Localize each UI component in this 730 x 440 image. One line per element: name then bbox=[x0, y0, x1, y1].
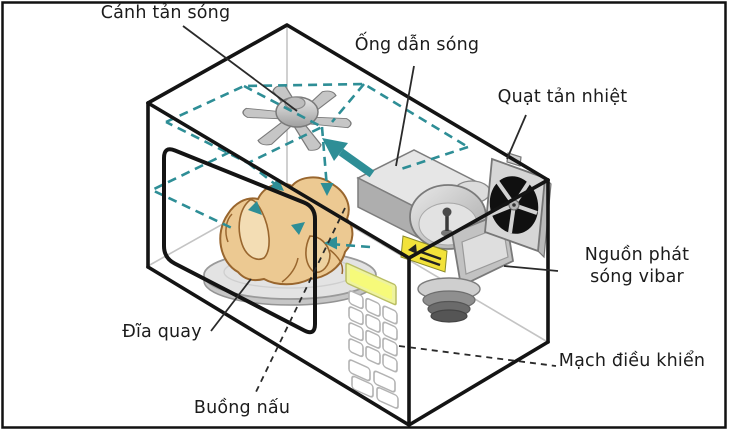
leader-lines bbox=[182, 25, 559, 397]
stirrer-fan bbox=[242, 85, 352, 151]
leader-stirrer-fan bbox=[182, 25, 298, 112]
big-wave-arrow-shaft bbox=[338, 148, 375, 178]
leader-cooling-fan bbox=[506, 114, 527, 160]
label-turntable: Đĩa quay bbox=[122, 322, 202, 342]
display-glow bbox=[350, 268, 392, 300]
wave-arrows bbox=[248, 138, 375, 250]
image-border bbox=[1, 1, 727, 429]
door-window-frame bbox=[162, 147, 317, 335]
label-stirrer-fan: Cánh tản sóng bbox=[100, 3, 231, 23]
label-cooling-fan: Quạt tản nhiệt bbox=[497, 87, 628, 107]
label-magnetron-line1: Nguồn phát bbox=[584, 245, 690, 265]
label-magnetron: Nguồn phát sóng vibar bbox=[556, 245, 718, 289]
label-cooking-chamber: Buồng nấu bbox=[193, 398, 291, 418]
leader-cooking-chamber bbox=[253, 207, 346, 397]
control-panel bbox=[345, 262, 399, 409]
keypad bbox=[348, 290, 399, 409]
label-control-board: Mạch điều khiển bbox=[558, 351, 706, 371]
label-waveguide: Ống dẫn sóng bbox=[354, 35, 480, 55]
cabinet-outline bbox=[146, 23, 550, 427]
leader-waveguide bbox=[395, 65, 415, 167]
big-wave-arrow-head bbox=[322, 138, 348, 161]
label-magnetron-line2: sóng vibar bbox=[590, 266, 684, 287]
magnetron-assembly bbox=[400, 180, 514, 323]
warning-triangle-icon bbox=[408, 244, 417, 254]
leader-magnetron bbox=[503, 265, 559, 272]
leader-turntable bbox=[210, 278, 252, 332]
leader-control-board bbox=[398, 345, 557, 367]
